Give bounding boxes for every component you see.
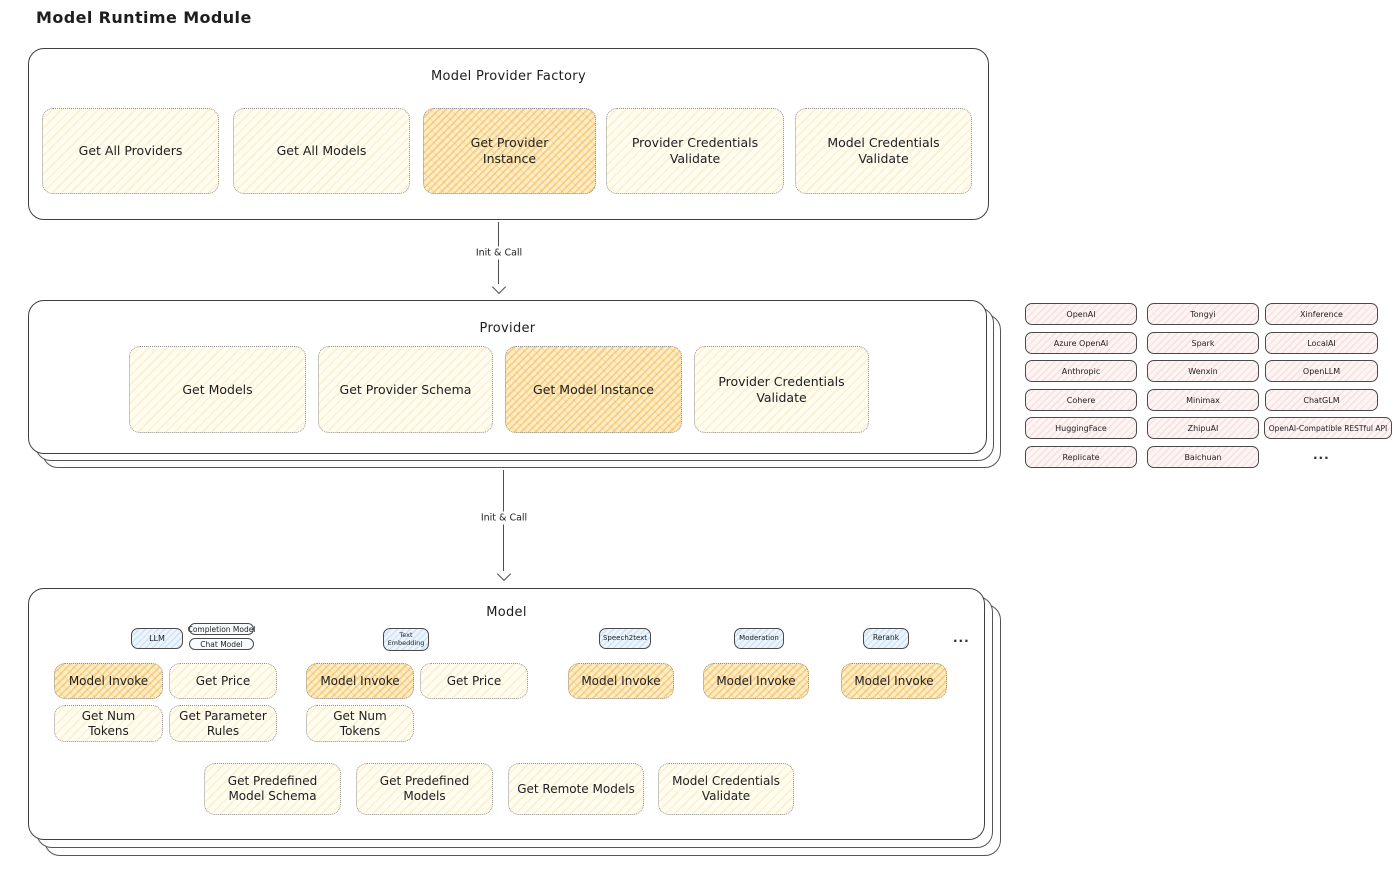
model-type-badge-rerank[interactable]: Rerank: [863, 628, 909, 649]
provider-list-more: ...: [1313, 448, 1330, 462]
text-embedding-button-get-num-tokens[interactable]: Get Num Tokens: [306, 705, 414, 742]
provider-item-openllm[interactable]: OpenLLM: [1265, 360, 1378, 382]
arrow-head-icon: [491, 279, 507, 295]
model-type-badge-moderation[interactable]: Moderation: [734, 628, 784, 649]
provider-item-anthropic[interactable]: Anthropic: [1025, 360, 1137, 382]
llm-button-model-invoke[interactable]: Model Invoke: [54, 663, 163, 699]
provider-box: Provider Get Models Get Provider Schema …: [28, 300, 987, 454]
provider-button-get-provider-schema[interactable]: Get Provider Schema: [318, 346, 493, 433]
arrow-head-icon: [496, 566, 512, 582]
arrow-label: Init & Call: [471, 246, 527, 260]
provider-item-spark[interactable]: Spark: [1147, 332, 1259, 354]
provider-button-provider-credentials-validate[interactable]: Provider Credentials Validate: [694, 346, 869, 433]
provider-item-cohere[interactable]: Cohere: [1025, 389, 1137, 411]
text-embedding-button-model-invoke[interactable]: Model Invoke: [306, 663, 414, 699]
provider-item-localai[interactable]: LocalAI: [1265, 332, 1378, 354]
provider-item-replicate[interactable]: Replicate: [1025, 446, 1137, 468]
llm-button-get-num-tokens[interactable]: Get Num Tokens: [54, 705, 163, 742]
model-type-badge-llm[interactable]: LLM: [131, 628, 183, 649]
init-call-arrow-1: Init & Call: [471, 222, 527, 295]
init-call-arrow-2: Init & Call: [476, 470, 532, 582]
llm-button-get-parameter-rules[interactable]: Get Parameter Rules: [169, 705, 277, 742]
model-subtype-badge-completion-model[interactable]: Completion Model: [187, 623, 256, 635]
provider-button-get-model-instance[interactable]: Get Model Instance: [505, 346, 682, 433]
model-types-more: ...: [953, 631, 970, 645]
factory-box: Model Provider Factory Get All Providers…: [28, 48, 989, 220]
speech2text-button-model-invoke[interactable]: Model Invoke: [568, 663, 674, 699]
diagram-title: Model Runtime Module: [36, 8, 252, 27]
model-title: Model: [486, 605, 527, 620]
factory-button-model-credentials-validate[interactable]: Model Credentials Validate: [795, 108, 972, 194]
provider-item-azure-openai[interactable]: Azure OpenAI: [1025, 332, 1137, 354]
provider-item-chatglm[interactable]: ChatGLM: [1265, 389, 1378, 411]
model-button-get-predefined-models[interactable]: Get Predefined Models: [356, 763, 493, 815]
factory-button-get-all-models[interactable]: Get All Models: [233, 108, 410, 194]
arrow-label: Init & Call: [476, 511, 532, 525]
provider-button-get-models[interactable]: Get Models: [129, 346, 306, 433]
provider-item-openai[interactable]: OpenAI: [1025, 303, 1137, 325]
llm-button-get-price[interactable]: Get Price: [169, 663, 277, 699]
text-embedding-button-get-price[interactable]: Get Price: [420, 663, 528, 699]
provider-item-huggingface[interactable]: HuggingFace: [1025, 417, 1137, 439]
model-type-badge-text-embedding[interactable]: Text Embedding: [383, 628, 429, 651]
provider-item-zhipuai[interactable]: ZhipuAI: [1147, 417, 1259, 439]
factory-button-get-provider-instance[interactable]: Get Provider Instance: [423, 108, 596, 194]
provider-item-tongyi[interactable]: Tongyi: [1147, 303, 1259, 325]
model-box: Model LLM Completion Model Chat Model Te…: [28, 588, 985, 840]
model-subtype-badge-chat-model[interactable]: Chat Model: [189, 638, 254, 650]
provider-item-wenxin[interactable]: Wenxin: [1147, 360, 1259, 382]
moderation-button-model-invoke[interactable]: Model Invoke: [703, 663, 809, 699]
model-button-get-predefined-model-schema[interactable]: Get Predefined Model Schema: [204, 763, 341, 815]
factory-button-provider-credentials-validate[interactable]: Provider Credentials Validate: [606, 108, 784, 194]
provider-title: Provider: [479, 321, 536, 336]
model-button-model-credentials-validate[interactable]: Model Credentials Validate: [658, 763, 794, 815]
model-type-badge-speech2text[interactable]: Speech2text: [599, 628, 651, 649]
provider-item-openai-compatible[interactable]: OpenAI-Compatible RESTful API: [1264, 417, 1392, 439]
factory-title: Model Provider Factory: [431, 69, 586, 84]
model-button-get-remote-models[interactable]: Get Remote Models: [508, 763, 644, 815]
provider-item-minimax[interactable]: Minimax: [1147, 389, 1259, 411]
provider-item-baichuan[interactable]: Baichuan: [1147, 446, 1259, 468]
provider-item-xinference[interactable]: Xinference: [1265, 303, 1378, 325]
factory-button-get-all-providers[interactable]: Get All Providers: [42, 108, 219, 194]
rerank-button-model-invoke[interactable]: Model Invoke: [841, 663, 947, 699]
